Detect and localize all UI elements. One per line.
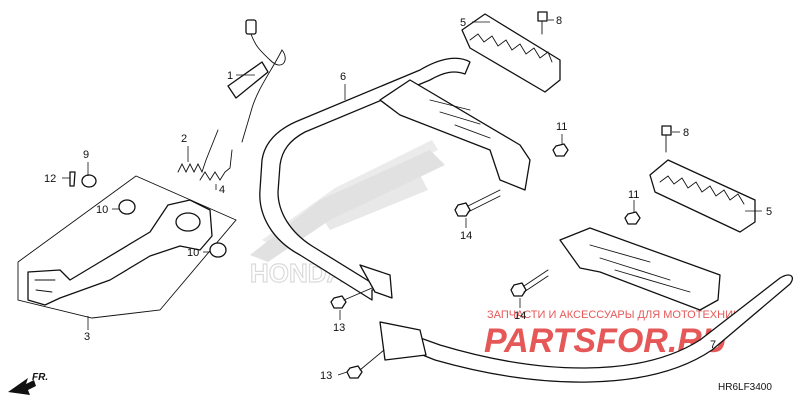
front-direction-arrow: FR. bbox=[8, 372, 48, 395]
callout-8-lower: 8 bbox=[683, 127, 689, 139]
callout-11-upper: 11 bbox=[556, 121, 567, 133]
callout-14-lower: 14 bbox=[514, 310, 526, 322]
step-plate-upper bbox=[461, 13, 561, 93]
callout-2: 2 bbox=[181, 133, 187, 145]
callout-11-lower: 11 bbox=[628, 189, 639, 201]
callout-8-upper: 8 bbox=[556, 15, 562, 27]
bolt-13-lower bbox=[346, 349, 385, 379]
bolt-8-lower bbox=[661, 125, 672, 153]
callout-9: 9 bbox=[83, 149, 89, 161]
spring-4 bbox=[199, 149, 233, 181]
washer-9 bbox=[81, 174, 97, 188]
washer-10-right bbox=[209, 242, 227, 258]
callout-10-left: 10 bbox=[96, 204, 108, 216]
nut-11-lower bbox=[624, 211, 641, 225]
callout-7: 7 bbox=[710, 339, 716, 351]
callout-12: 12 bbox=[44, 173, 56, 185]
bolt-13-upper bbox=[330, 287, 373, 309]
callout-4: 4 bbox=[219, 184, 225, 196]
direction-label: FR. bbox=[32, 372, 48, 383]
spring-2 bbox=[177, 129, 219, 174]
callout-13-lower: 13 bbox=[320, 370, 332, 382]
callout-13-upper: 13 bbox=[333, 322, 345, 334]
step-bar-upper bbox=[259, 57, 531, 301]
callout-labels: 1 2 3 4 5 5 6 7 8 8 9 10 10 11 11 12 13 … bbox=[44, 15, 772, 382]
callout-3: 3 bbox=[84, 331, 90, 343]
callout-5-upper: 5 bbox=[460, 17, 466, 29]
callout-6: 6 bbox=[340, 71, 346, 83]
brake-switch bbox=[227, 19, 286, 143]
callout-1: 1 bbox=[227, 70, 233, 82]
bolt-14-upper bbox=[454, 189, 501, 217]
bolt-8-upper bbox=[537, 11, 548, 35]
pedal-outline-frame bbox=[17, 175, 237, 319]
nut-11-upper bbox=[552, 143, 569, 157]
brake-pedal bbox=[27, 199, 213, 306]
site-watermark-subtitle: ЗАПЧАСТИ И АКСЕССУАРЫ ДЛЯ МОТОТЕХНИКИ bbox=[487, 309, 747, 321]
callout-5-lower: 5 bbox=[766, 206, 772, 218]
washer-10-left bbox=[118, 199, 136, 215]
step-bar-lower bbox=[379, 227, 794, 383]
diagram-code: HR6LF3400 bbox=[718, 382, 772, 393]
callout-10-right: 10 bbox=[187, 247, 199, 259]
callout-14-upper: 14 bbox=[460, 230, 472, 242]
step-plate-lower bbox=[649, 159, 756, 233]
leader-lines bbox=[62, 19, 762, 376]
pin-12 bbox=[69, 171, 76, 187]
bolt-14-lower bbox=[510, 269, 549, 297]
